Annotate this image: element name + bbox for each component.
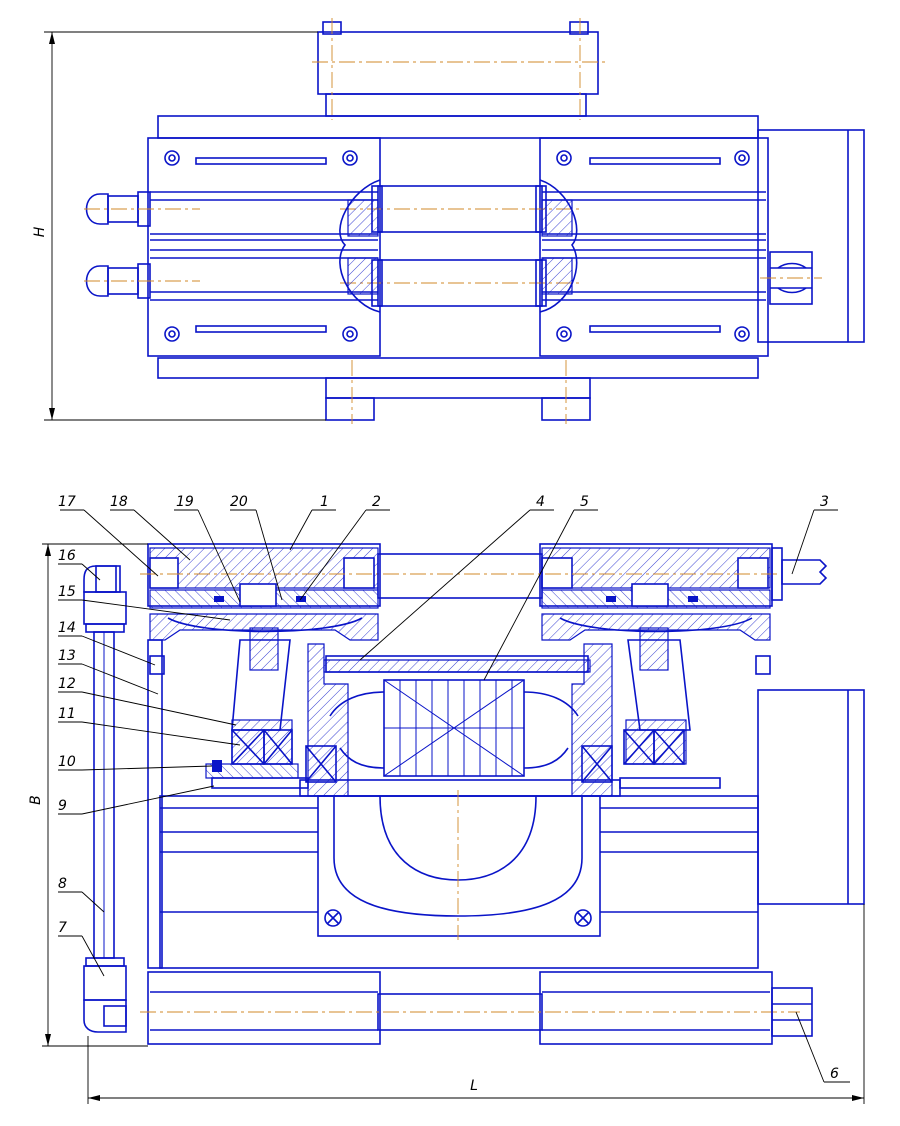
dimension-h-label: H <box>32 226 48 237</box>
callout-leaders: 17 18 19 20 1 2 4 5 3 16 15 14 13 12 11 … <box>58 494 850 1083</box>
callout-19: 19 <box>176 494 194 510</box>
dimension-l-label: L <box>470 1078 478 1094</box>
dimension-b-label: B <box>28 795 44 805</box>
callout-7: 7 <box>58 920 67 936</box>
callout-2: 2 <box>372 494 381 510</box>
callout-13: 13 <box>58 648 76 664</box>
callout-14: 14 <box>58 620 76 636</box>
callout-16: 16 <box>58 548 76 564</box>
callout-20: 20 <box>230 494 248 510</box>
callout-8: 8 <box>58 876 67 892</box>
callout-3: 3 <box>820 494 829 510</box>
section-view: B L <box>28 543 865 1104</box>
callout-9: 9 <box>58 798 67 814</box>
callout-1: 1 <box>320 494 329 510</box>
callout-17: 17 <box>58 494 76 510</box>
callout-15: 15 <box>58 584 76 600</box>
callout-10: 10 <box>58 754 76 770</box>
callout-5: 5 <box>580 494 589 510</box>
callout-12: 12 <box>58 676 76 692</box>
top-view: H <box>32 18 865 424</box>
callout-6: 6 <box>830 1066 839 1082</box>
callout-4: 4 <box>536 494 545 510</box>
callout-11: 11 <box>58 706 76 722</box>
callout-18: 18 <box>110 494 128 510</box>
